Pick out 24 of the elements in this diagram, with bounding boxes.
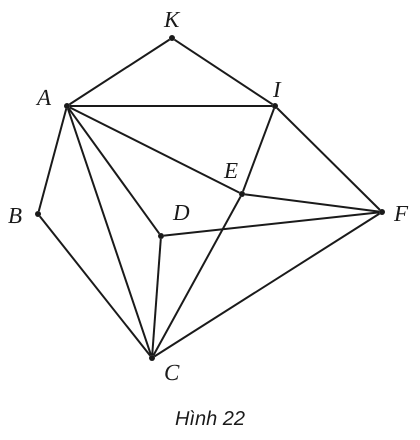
point-label: B bbox=[8, 204, 22, 227]
line-segment bbox=[174, 38, 274, 106]
point-label: C bbox=[164, 361, 180, 384]
line-segment bbox=[151, 238, 162, 356]
line-segment bbox=[68, 108, 160, 234]
line-segment bbox=[39, 216, 151, 356]
line-segment bbox=[67, 108, 152, 356]
point-label: F bbox=[394, 202, 408, 225]
line-segment bbox=[242, 108, 275, 192]
point-label: K bbox=[164, 8, 180, 31]
line-segment bbox=[244, 193, 380, 213]
point-label: E bbox=[224, 159, 238, 182]
line-segment bbox=[69, 106, 240, 194]
point-label: A bbox=[37, 86, 52, 109]
line-segment bbox=[164, 211, 380, 237]
figure-caption: Hình 22 bbox=[174, 408, 246, 431]
point-label: D bbox=[173, 201, 190, 224]
line-segment bbox=[154, 212, 380, 358]
line-segment bbox=[68, 38, 170, 106]
line-segment bbox=[276, 107, 381, 211]
point-label: I bbox=[273, 78, 281, 101]
line-segment bbox=[70, 105, 272, 107]
line-segment bbox=[152, 196, 242, 356]
line-segment bbox=[38, 108, 68, 212]
